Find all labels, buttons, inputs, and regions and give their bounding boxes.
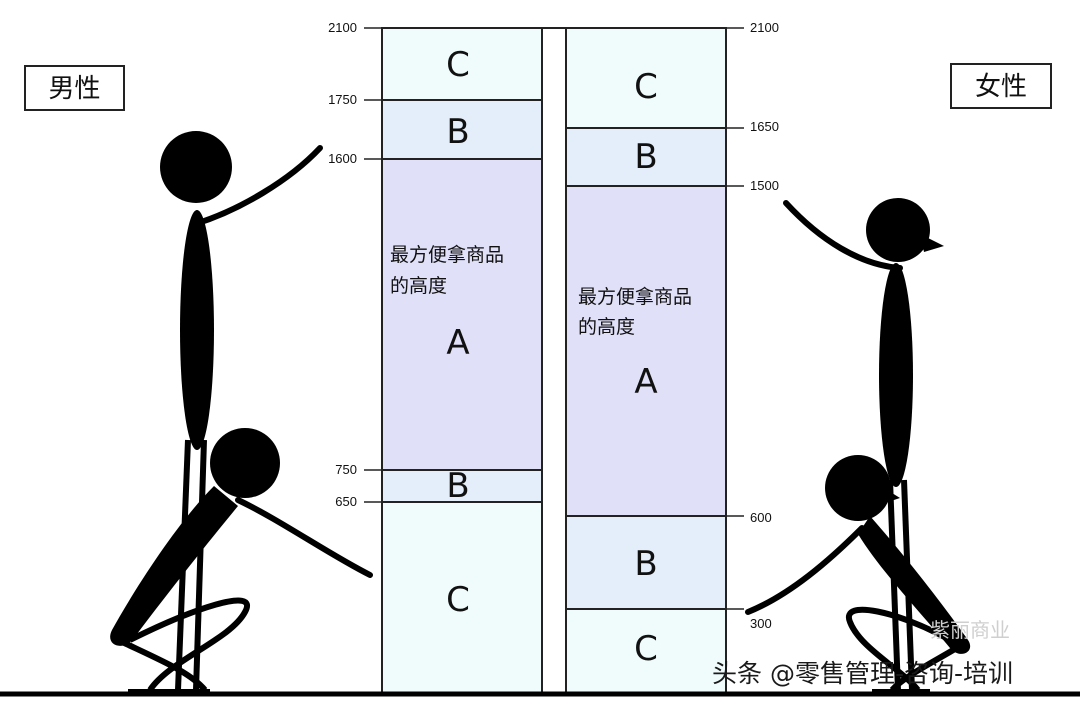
right-zone-c-top (566, 28, 726, 128)
right-zone-c-top-letter: C (634, 67, 658, 107)
watermark-text: 头条 @零售管理-咨询-培训 (712, 659, 1013, 688)
left-zone-b-top (382, 100, 542, 159)
right-zone-b-top-letter: B (634, 137, 657, 177)
right-tick-label: 1650 (750, 119, 779, 134)
left-zone-b-top-letter: B (446, 112, 469, 152)
left-zone-c-bottom (382, 502, 542, 694)
left-tick-label: 2100 (328, 20, 357, 35)
right-zone-a (566, 186, 726, 516)
left-zone-c-bottom-letter: C (446, 580, 470, 620)
right-zone-a-note-line1: 最方便拿商品 (578, 285, 692, 308)
left-zone-a-note-line1: 最方便拿商品 (390, 243, 504, 266)
left-zone-b-bottom-letter: B (446, 466, 469, 506)
female-crouching-figure (745, 455, 971, 693)
left-zone-c-top-letter: C (446, 45, 470, 85)
left-zone-a-letter: A (446, 323, 469, 363)
left-zone-c-top (382, 28, 542, 100)
left-tick-label: 750 (335, 462, 357, 477)
right-zone-a-note-line2: 的高度 (578, 316, 635, 338)
left-tick-label: 1600 (328, 151, 357, 166)
left-tick-label: 650 (335, 494, 357, 509)
female-standing-figure (783, 198, 944, 695)
right-zone-b-top (566, 128, 726, 186)
right-zone-b-bottom-letter: B (634, 544, 657, 584)
right-zone-b-bottom (566, 516, 726, 609)
right-zone-a-letter: A (634, 362, 657, 402)
left-height-scale (364, 27, 382, 503)
right-zone-c-bottom (566, 609, 726, 694)
right-zone-c-bottom-letter: C (634, 629, 658, 669)
male-crouching-figure (110, 428, 373, 692)
watermark-faint-text: 紫丽商业 (930, 618, 1010, 642)
male-label: 男性 (48, 74, 100, 104)
right-tick-label: 600 (750, 510, 772, 525)
left-zone-a (382, 159, 542, 470)
right-tick-label: 300 (750, 616, 772, 631)
right-shelf-column: C B 最方便拿商品 的高度 A B C (565, 27, 727, 695)
right-height-scale (726, 27, 744, 610)
left-shelf-column: C B 最方便拿商品 的高度 A B C (381, 27, 543, 695)
female-label: 女性 (975, 72, 1027, 102)
center-divider-post (541, 27, 567, 695)
right-tick-label: 2100 (750, 20, 779, 35)
left-zone-b-bottom (382, 470, 542, 502)
left-tick-label: 1750 (328, 92, 357, 107)
female-label-box: 女性 (950, 63, 1052, 109)
male-label-box: 男性 (24, 65, 125, 111)
right-tick-label: 1500 (750, 178, 779, 193)
left-zone-a-note-line2: 的高度 (390, 275, 447, 297)
watermark: 紫丽商业 头条 @零售管理-咨询-培训 (712, 618, 1013, 688)
